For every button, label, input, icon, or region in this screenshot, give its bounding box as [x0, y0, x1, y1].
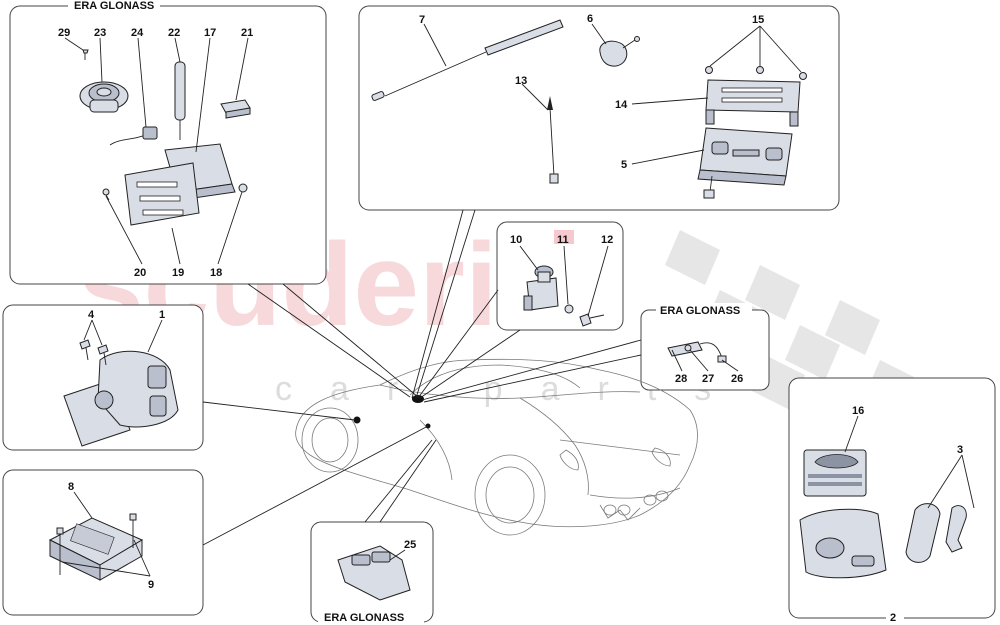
- callout-18: 18: [210, 267, 222, 279]
- callout-16: 16: [852, 405, 864, 417]
- callout-19: 19: [172, 267, 184, 279]
- header-era-glonass-top: ERA GLONASS: [74, 0, 154, 12]
- callout-10: 10: [510, 234, 522, 246]
- callout-22: 22: [168, 27, 180, 39]
- top-center-parts: [371, 19, 807, 199]
- module-1-parts: [63, 319, 179, 447]
- callout-14: 14: [615, 99, 628, 111]
- key-kit-box: [788, 377, 996, 619]
- callout-4: 4: [88, 309, 95, 321]
- callout-17: 17: [204, 27, 216, 39]
- callout-11: 11: [557, 234, 569, 246]
- callout-1: 1: [159, 309, 165, 321]
- callout-13: 13: [515, 75, 527, 87]
- callout-26: 26: [731, 373, 743, 385]
- sensor-parts: [519, 230, 609, 327]
- callout-29: 29: [58, 27, 70, 39]
- callout-12: 12: [601, 234, 613, 246]
- header-bg-right: [656, 303, 752, 317]
- callout-20: 20: [134, 267, 146, 279]
- callout-3: 3: [957, 444, 963, 456]
- label-bg-2: [886, 610, 904, 622]
- callout-23: 23: [94, 27, 106, 39]
- callout-24: 24: [131, 27, 144, 39]
- leader-lines: [202, 209, 642, 546]
- callout-28: 28: [675, 373, 687, 385]
- callout-21: 21: [241, 27, 253, 39]
- bracket-25-parts: [337, 545, 411, 601]
- watermark-car-parts: car parts: [275, 370, 749, 408]
- header-era-glonass-bottom: ERA GLONASS: [324, 612, 404, 624]
- header-bg-top: [68, 0, 160, 12]
- era-glonass-parts: [64, 37, 251, 265]
- key-kit-parts: [799, 415, 975, 579]
- callout-6: 6: [587, 13, 593, 25]
- callout-15: 15: [752, 14, 764, 26]
- module-8-parts: [48, 491, 151, 581]
- callout-5: 5: [621, 159, 627, 171]
- callout-25: 25: [404, 539, 416, 551]
- callout-8: 8: [68, 481, 74, 493]
- car-point-module: [353, 416, 361, 424]
- callout-2: 2: [890, 612, 896, 624]
- callout-27: 27: [702, 373, 714, 385]
- era-glonass-top-box: [9, 5, 327, 285]
- callout-9: 9: [148, 579, 154, 591]
- highlight-11: [554, 230, 574, 244]
- header-bg-bottom: [318, 609, 424, 623]
- header-era-glonass-right: ERA GLONASS: [660, 305, 740, 317]
- callout-7: 7: [419, 14, 425, 26]
- harness-parts: [667, 341, 739, 372]
- callout-numbers: 29 23 24 22 17 21 20 19 18 7 6 15 13 14 …: [58, 13, 963, 624]
